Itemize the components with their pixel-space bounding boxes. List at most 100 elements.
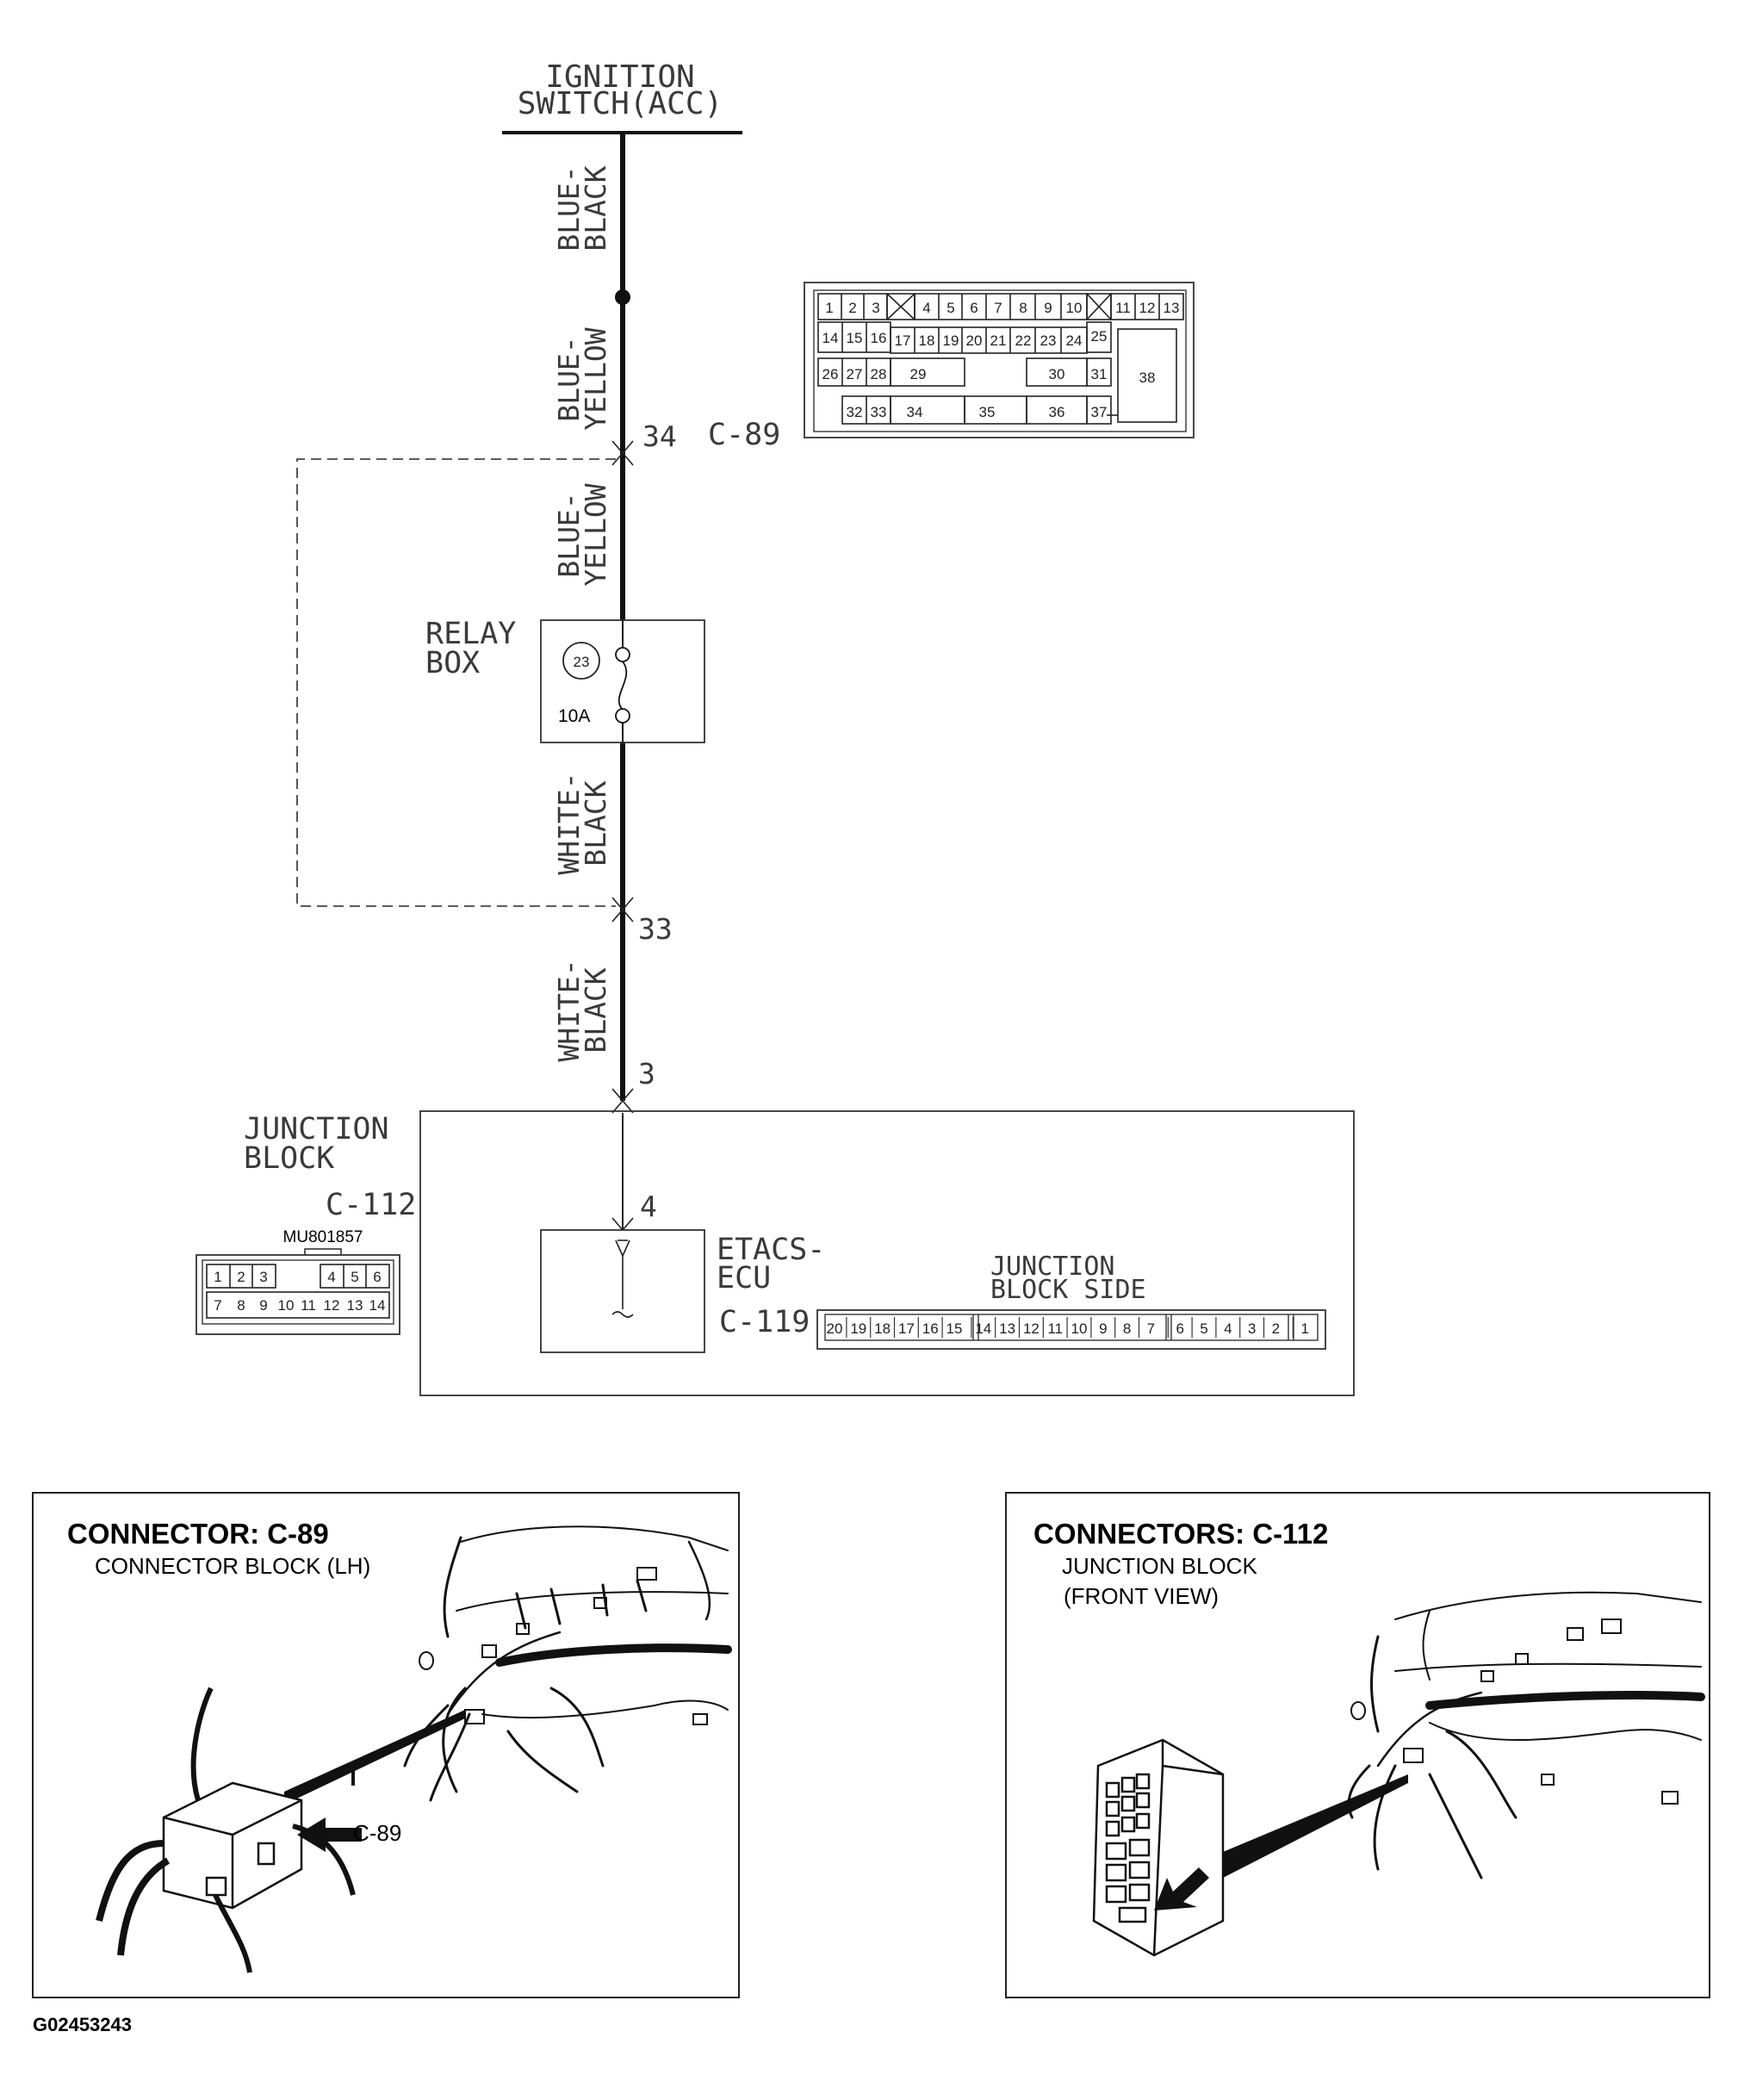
c89-pin-21: 21 [990, 332, 1007, 349]
c89-pin-34: 34 [907, 404, 923, 420]
wire-label-blue-black: BLUE- BLACK [552, 165, 612, 251]
c89-pin-12: 12 [1139, 300, 1156, 316]
c89-pin-7: 7 [994, 300, 1002, 316]
panel-c89-subtitle: CONNECTOR BLOCK (LH) [95, 1553, 370, 1579]
panel-c89-location [32, 1492, 740, 1998]
svg-text:BLACK: BLACK [579, 165, 612, 251]
dashboard-harness-illustration-left [403, 1525, 732, 1802]
c112-pin-8: 8 [237, 1297, 245, 1314]
fuse-number-circle [562, 642, 600, 680]
c89-pin-22: 22 [1015, 332, 1032, 349]
c119-pin-3: 3 [1248, 1320, 1256, 1337]
c89-pin-25: 25 [1091, 328, 1108, 345]
panel-c89-title: CONNECTOR: C-89 [67, 1518, 329, 1550]
wire-label-white-black-1: WHITE- BLACK [552, 772, 612, 874]
c89-pin-27: 27 [847, 366, 863, 382]
c119-pin-11: 11 [1047, 1320, 1063, 1337]
part-number: MU801857 [283, 1228, 363, 1246]
panel-c112-title: CONNECTORS: C-112 [1033, 1518, 1328, 1550]
fuse-terminal-top [615, 647, 630, 662]
relay-box-title-line2: BOX [425, 646, 480, 680]
svg-text:YELLOW: YELLOW [579, 327, 612, 430]
c89-pin-13: 13 [1164, 300, 1180, 316]
c89-pin-15: 15 [847, 330, 863, 346]
c119-pin-20: 20 [827, 1320, 843, 1337]
c119-pin-14: 14 [975, 1320, 991, 1337]
zoom-beam-left [284, 1710, 465, 1805]
c89-pin-23: 23 [1040, 332, 1057, 349]
pin-label-34: 34 [642, 419, 677, 453]
c89-pin-8: 8 [1019, 300, 1027, 316]
c89-pin-1: 1 [825, 300, 833, 316]
ground-mark [351, 1770, 355, 1786]
panel-c112-subtitle-line1: JUNCTION BLOCK [1062, 1553, 1257, 1579]
zoom-beam-right [1223, 1774, 1408, 1878]
fuse-icon [618, 661, 628, 711]
c112-pin-13: 13 [347, 1297, 363, 1314]
c112-pin-11: 11 [301, 1297, 316, 1314]
c89-pin-3: 3 [872, 300, 879, 316]
c112-pin-6: 6 [373, 1269, 381, 1285]
callout-c89: C-89 [353, 1820, 401, 1846]
c89-pin-32: 32 [847, 404, 863, 420]
c89-pin-10: 10 [1066, 300, 1083, 316]
svg-text:YELLOW: YELLOW [579, 483, 612, 586]
dashboard-harness-illustration-right [1347, 1591, 1705, 1879]
c119-pin-15: 15 [946, 1320, 963, 1337]
ignition-title-line1: IGNITION [545, 59, 694, 95]
c119-pin-7: 7 [1147, 1320, 1155, 1337]
fuse-number: 23 [574, 654, 590, 670]
etacs-title-line2: ECU [717, 1261, 771, 1295]
connector-arrow-33-lower [611, 908, 634, 923]
c89-pin-38: 38 [1139, 370, 1156, 386]
c119-pin-4: 4 [1224, 1320, 1232, 1337]
c89-pin-28: 28 [871, 366, 887, 382]
c119-pin-12: 12 [1023, 1320, 1040, 1337]
c89-pin-37: 37 [1091, 404, 1108, 420]
c112-pin-10: 10 [278, 1297, 295, 1314]
c119-pin-2: 2 [1272, 1320, 1280, 1337]
fuse-terminal-bottom [615, 708, 630, 724]
svg-text:WHITE-: WHITE- [552, 772, 586, 874]
c119-pin-6: 6 [1176, 1320, 1183, 1337]
c119-pin-10: 10 [1071, 1320, 1088, 1337]
jb-side-title-line1: JUNCTION [990, 1252, 1115, 1282]
c89-pin-19: 19 [943, 332, 959, 349]
c119-pin-8: 8 [1123, 1320, 1131, 1337]
c119-pin-1: 1 [1300, 1320, 1308, 1337]
c89-pin-14: 14 [822, 330, 839, 346]
jb-side-title-line2: BLOCK SIDE [990, 1275, 1146, 1305]
connector-c119-label: C-119 [719, 1305, 810, 1339]
junction-block-title-line2: BLOCK [244, 1141, 334, 1176]
svg-text:BLUE-: BLUE- [552, 336, 586, 421]
wire-label-blue-yellow-2: BLUE- YELLOW [552, 483, 612, 586]
sine-icon [611, 1311, 634, 1318]
c89-pin-35: 35 [979, 404, 996, 420]
splice-dot [615, 289, 630, 305]
c119-pin-18: 18 [874, 1320, 891, 1337]
connector-c112-label: C-112 [326, 1188, 416, 1222]
connector-c89-dashed-outline [296, 458, 616, 907]
c89-pin-30: 30 [1049, 366, 1065, 382]
c89-pin-36: 36 [1049, 404, 1065, 420]
c89-pin-20: 20 [966, 332, 983, 349]
c89-pin-17: 17 [895, 332, 911, 349]
panel-c112-subtitle-line2: (FRONT VIEW) [1064, 1583, 1219, 1609]
c89-pin-16: 16 [871, 330, 887, 346]
c112-pin-5: 5 [351, 1269, 358, 1285]
arrow-icon-c89 [297, 1817, 362, 1852]
c112-pin-2: 2 [237, 1269, 245, 1285]
svg-text:BLACK: BLACK [579, 780, 612, 866]
figure-id: G02453243 [33, 2014, 132, 2035]
c89-pin-9: 9 [1044, 300, 1052, 316]
connector-arrow-3-lower [611, 1099, 634, 1114]
c119-pin-13: 13 [999, 1320, 1015, 1337]
ignition-title-line2: SWITCH(ACC) [518, 86, 723, 121]
c112-pin-4: 4 [327, 1269, 335, 1285]
c119-pin-16: 16 [922, 1320, 939, 1337]
svg-text:WHITE-: WHITE- [552, 959, 586, 1061]
